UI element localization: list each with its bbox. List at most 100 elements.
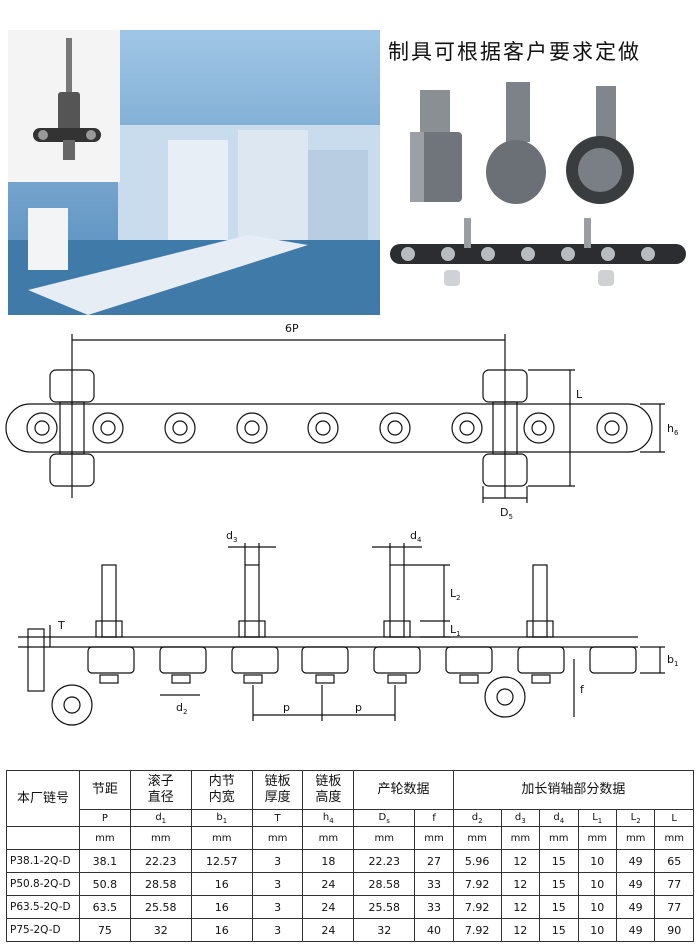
spec-value-cell: 75 (79, 918, 131, 942)
spec-value-cell: 25.58 (129, 895, 192, 919)
spec-value-cell: 33 (414, 895, 454, 919)
spec-value-cell: 50.8 (79, 872, 131, 896)
spec-value-cell: 12 (500, 895, 541, 919)
factory-photo (8, 30, 380, 315)
spec-value-cell: 49 (615, 849, 656, 873)
spec-value-cell: 15 (539, 872, 579, 896)
spec-value-cell: 49 (615, 872, 656, 896)
spec-value-cell: 77 (654, 895, 694, 919)
spec-value-cell: 10 (577, 895, 617, 919)
spec-value-cell: 3 (251, 849, 304, 873)
spec-value-cell: 32 (129, 918, 192, 942)
sym-p: P (79, 809, 131, 827)
col-plate-thickness-header: 链板厚度 (251, 770, 304, 810)
spec-value-cell: 10 (577, 849, 617, 873)
d4-label: d4 (410, 529, 422, 544)
custom-fixture-headline: 制具可根据客户要求定做 (388, 40, 641, 64)
col-inner-header: 内节内宽 (190, 770, 253, 810)
spec-value-cell: 40 (414, 918, 454, 942)
spec-value-cell: 7.92 (452, 918, 502, 942)
sym-h4: h4 (302, 809, 355, 827)
sym-d3: d3 (500, 809, 541, 827)
extended-pin-data-header: 加长销轴部分数据 (452, 770, 695, 810)
chain-code-cell: P75-2Q-D (6, 918, 80, 942)
sym-f: f (414, 809, 454, 827)
spec-value-cell: 24 (302, 895, 355, 919)
thickness-T-label: T (57, 619, 65, 632)
col-pitch-header: 节距 (79, 770, 131, 810)
spec-value-cell: 38.1 (79, 849, 131, 873)
spec-value-cell: 3 (251, 872, 304, 896)
b1-label: b1 (667, 653, 678, 668)
chain-side-view-diagram: d3 d4 L2 L1 T b1 d2 p p f (18, 529, 678, 726)
spec-value-cell: 16 (190, 872, 253, 896)
chain-code-cell: P50.8-2Q-D (6, 872, 80, 896)
chain-top-view-diagram: 6P L h6 D5 (5, 322, 679, 521)
spec-value-cell: 24 (302, 872, 355, 896)
spec-value-cell: 49 (615, 895, 656, 919)
spec-value-cell: 16 (190, 895, 253, 919)
chain-code-cell: P38.1-2Q-D (6, 849, 80, 873)
L2-label: L2 (450, 587, 461, 602)
spec-value-cell: 10 (577, 918, 617, 942)
f-label: f (580, 683, 585, 696)
sym-L: L (654, 809, 694, 827)
sym-b1: b1 (190, 809, 253, 827)
spec-value-cell: 49 (615, 918, 656, 942)
spec-value-cell: 15 (539, 849, 579, 873)
spec-value-cell: 28.58 (129, 872, 192, 896)
spec-value-cell: 77 (654, 872, 694, 896)
sym-L1: L1 (577, 809, 617, 827)
col-code-header: 本厂链号 (6, 770, 80, 827)
spec-value-cell: 22.23 (353, 849, 416, 873)
spec-value-cell: 15 (539, 918, 579, 942)
plate-height-label: h6 (667, 422, 679, 437)
pitch-p-label-2: p (355, 701, 362, 714)
spec-value-cell: 22.23 (129, 849, 192, 873)
spec-value-cell: 12 (500, 872, 541, 896)
spec-value-cell: 18 (302, 849, 355, 873)
d3-label: d3 (226, 529, 237, 544)
spec-value-cell: 63.5 (79, 895, 131, 919)
pitch-p-label-1: p (283, 701, 290, 714)
spec-value-cell: 65 (654, 849, 694, 873)
spec-value-cell: 7.92 (452, 895, 502, 919)
spec-value-cell: 12 (500, 918, 541, 942)
spec-value-cell: 28.58 (353, 872, 416, 896)
col-roller-header: 滚子直径 (129, 770, 192, 810)
spec-value-cell: 27 (414, 849, 454, 873)
spec-value-cell: 12.57 (190, 849, 253, 873)
spec-value-cell: 90 (654, 918, 694, 942)
spec-value-cell: 3 (251, 918, 304, 942)
length-L-label: L (576, 388, 583, 401)
sym-d4: d4 (539, 809, 579, 827)
L1-label: L1 (450, 623, 461, 638)
spec-value-cell: 32 (353, 918, 416, 942)
spec-value-cell: 3 (251, 895, 304, 919)
spec-value-cell: 33 (414, 872, 454, 896)
d2-label: d2 (176, 701, 187, 716)
spec-value-cell: 25.58 (353, 895, 416, 919)
spec-value-cell: 15 (539, 895, 579, 919)
col-plate-height-header: 链板高度 (302, 770, 355, 810)
six-pitch-label: 6P (285, 322, 299, 335)
spec-value-cell: 12 (500, 849, 541, 873)
chain-spec-table: 本厂链号 节距 滚子直径 内节内宽 链板厚度 链板高度 产轮数据 加长销轴部分数… (6, 770, 695, 942)
fixture-parts-photo (388, 82, 688, 304)
spec-value-cell: 5.96 (452, 849, 502, 873)
sprocket-data-header: 产轮数据 (353, 770, 454, 810)
sym-L2: L2 (615, 809, 656, 827)
sprocket-diameter-label: D5 (500, 506, 513, 521)
spec-value-cell: 24 (302, 918, 355, 942)
unit-row: mm mm mm mm mm mm mm mm mm mm mm mm mm (6, 826, 694, 850)
sym-Ds: Ds (353, 809, 416, 827)
sym-d2: d2 (452, 809, 502, 827)
chain-code-cell: P63.5-2Q-D (6, 895, 80, 919)
sym-T: T (251, 809, 304, 827)
spec-value-cell: 10 (577, 872, 617, 896)
